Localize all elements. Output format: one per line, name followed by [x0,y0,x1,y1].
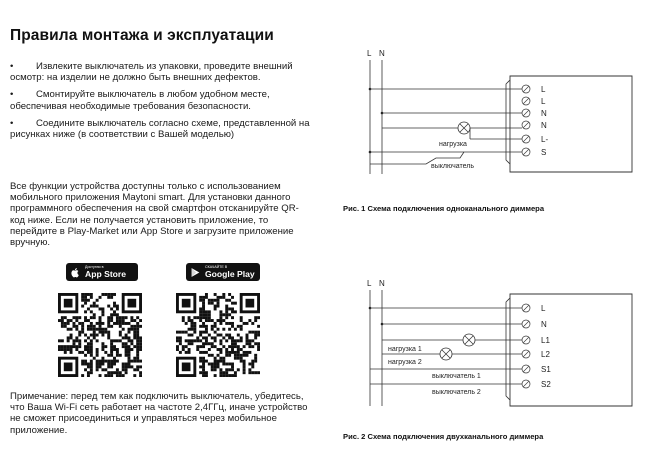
list-item-text: Соедините выключатель согласно схеме, пр… [10,117,310,141]
apple-icon [71,267,79,277]
terminal-label: S2 [541,380,551,389]
page-title: Правила монтажа и эксплуатации [10,27,274,44]
line-label-l: L [367,279,372,288]
instruction-list: •Извлеките выключатель из упаковки, пров… [10,61,310,146]
load-label: нагрузка [439,141,467,148]
switch-wire [370,151,465,165]
switch-2-label: выключатель 2 [432,389,481,396]
wiring-diagram-2: L N L N L1 L2 S1 S2 [367,279,633,407]
store-badge-small-text: СКАЧАЙТЕ В [205,264,228,269]
list-item: •Соедините выключатель согласно схеме, п… [10,118,310,140]
store-badge-name: Google Play [205,268,255,279]
device-box [509,293,633,407]
list-item: •Смонтируйте выключатель в любом удобном… [10,89,310,111]
terminal-label: N [541,320,547,329]
terminal-block [521,84,531,157]
figure-2-caption: Рис. 2 Схема подключения двухканального … [343,432,544,441]
app-paragraph: Все функции устройства доступны только с… [10,181,299,249]
list-item: •Извлеките выключатель из упаковки, пров… [10,61,310,83]
terminal-label: S [541,148,546,157]
bullet-marker: • [10,117,14,129]
terminal-label: L [541,85,546,94]
terminal-label: L2 [541,350,550,359]
line-label-n: N [379,279,385,288]
terminal-label: L [541,304,546,313]
terminal-label: L- [541,135,548,144]
terminal-label: L [541,97,546,106]
line-label-n: N [379,49,385,58]
note-paragraph: Примечание: перед тем как подключить вык… [10,391,308,436]
store-badge-name: App Store [85,268,127,279]
device-box [509,75,633,173]
terminal-label: N [541,109,547,118]
device-edge [505,297,511,401]
list-item-text: Извлеките выключатель из упаковки, прове… [10,61,293,84]
switch-1-label: выключатель 1 [432,373,481,380]
terminal-block [521,303,531,389]
line-label-l: L [367,49,372,58]
device-edge [505,79,511,165]
google-play-badge[interactable]: СКАЧАЙТЕ В Google Play [186,263,260,281]
bullet-marker: • [10,89,14,101]
figure-1-caption: Рис. 1 Схема подключения одноканального … [343,204,545,213]
switch-label: выключатель [431,163,474,170]
play-icon [191,267,200,277]
qr-code-google-play[interactable] [176,293,260,377]
bullet-marker: • [10,61,14,72]
terminal-label: S1 [541,365,551,374]
wiring-diagram-1: L N L L N N L- S [367,49,633,174]
terminal-label: L1 [541,336,550,345]
terminal-label: N [541,121,547,130]
qr-code-app-store[interactable] [58,293,142,377]
load-1-label: нагрузка 1 [388,346,422,353]
app-store-badge[interactable]: Доступно в App Store [66,263,138,281]
store-badge-small-text: Доступно в [85,264,104,269]
list-item-text: Смонтируйте выключатель в любом удобном … [10,89,270,112]
load-2-label: нагрузка 2 [388,359,422,366]
